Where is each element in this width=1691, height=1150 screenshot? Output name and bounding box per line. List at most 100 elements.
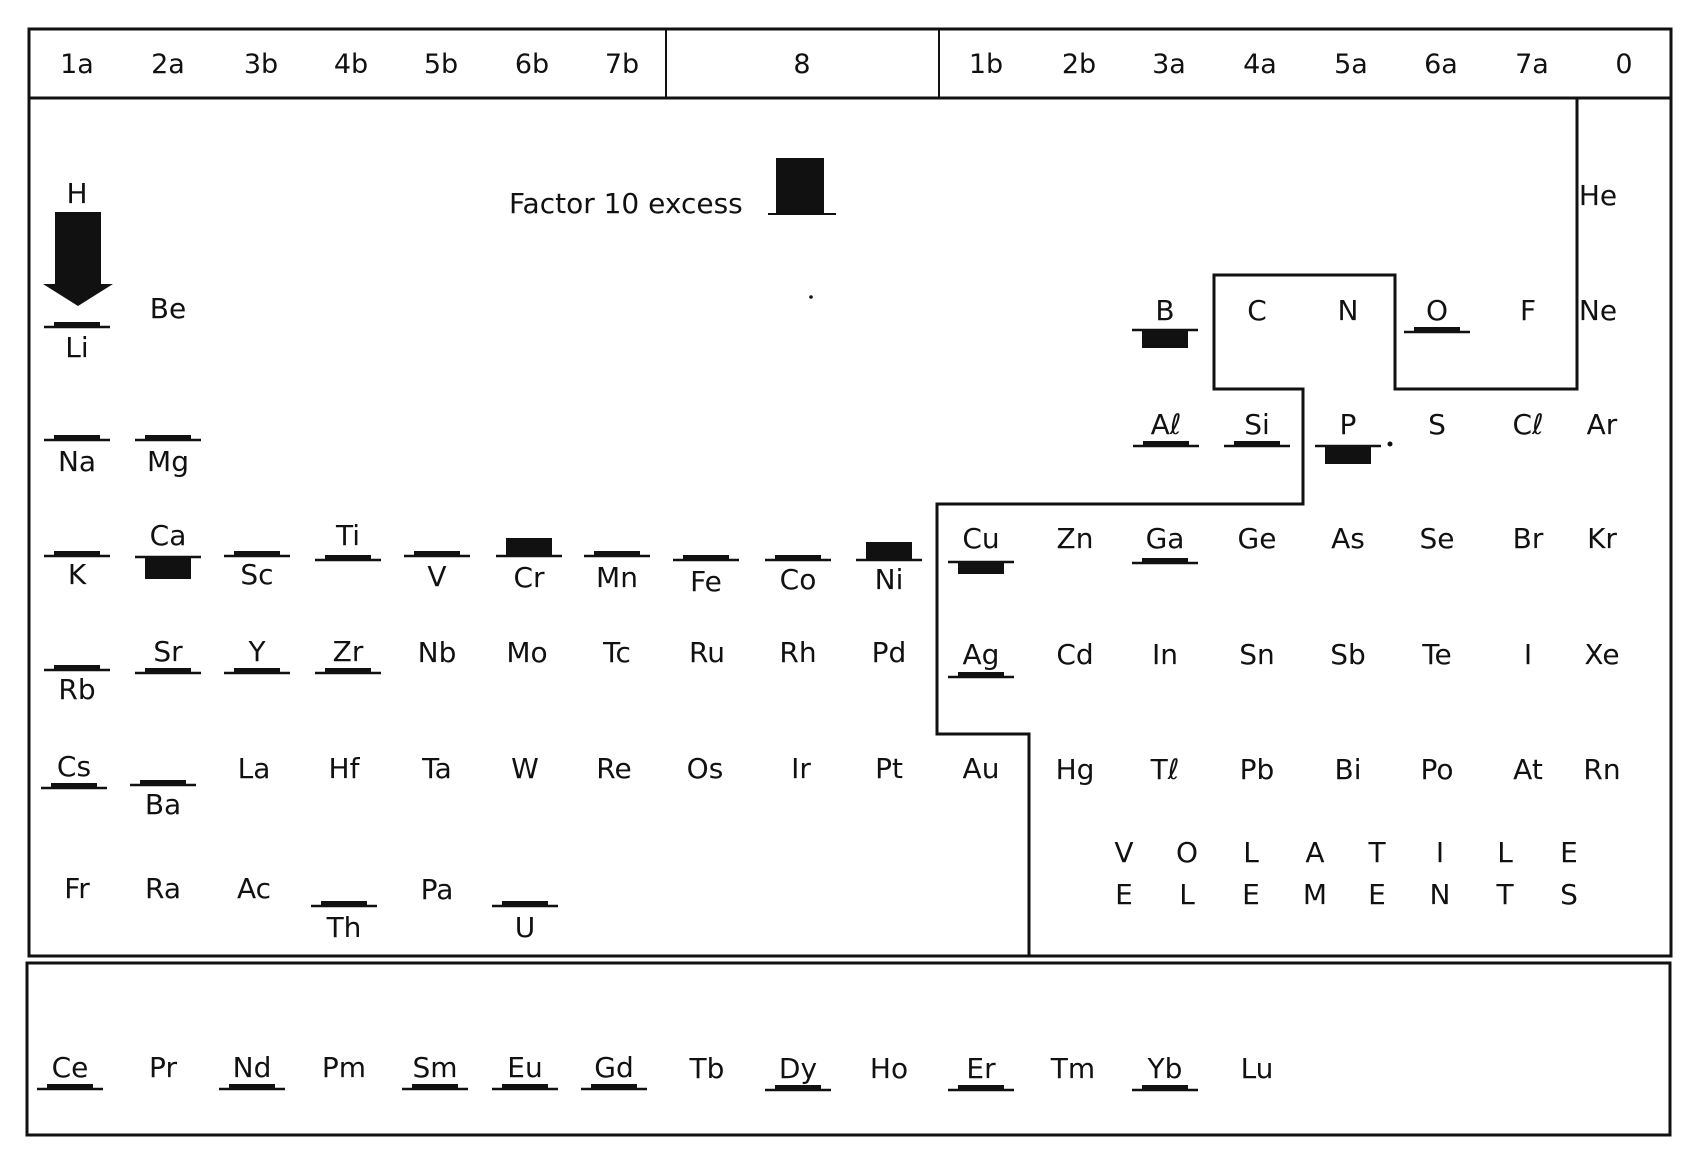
element-symbol: Mg (147, 445, 189, 478)
excess-bar (866, 542, 912, 560)
element-ni: Ni (856, 542, 922, 596)
group-label: 7b (605, 49, 639, 80)
element-symbol: Ta (421, 752, 452, 785)
main-frame (27, 27, 1673, 958)
element-au: Au (963, 752, 1000, 785)
legend-bar-swatch (776, 158, 824, 214)
element-as: As (1331, 522, 1365, 555)
excess-bar (54, 322, 100, 327)
element-v: V (404, 551, 470, 593)
excess-bar (1414, 327, 1460, 332)
element-symbol: F (1520, 294, 1536, 327)
element-rn: Rn (1583, 753, 1620, 786)
group-label: 4b (334, 49, 368, 80)
excess-bar (775, 1085, 821, 1090)
element-symbol: Mo (506, 636, 547, 669)
element-sc: Sc (224, 551, 290, 591)
group-label: 8 (793, 49, 810, 80)
excess-bar (591, 1084, 637, 1089)
element-symbol: He (1579, 179, 1617, 212)
excess-bar (412, 1084, 458, 1089)
excess-bar (234, 551, 280, 556)
element-ar: Ar (1587, 408, 1618, 441)
element-ba: Ba (130, 780, 196, 821)
element-symbol: Ru (689, 636, 725, 669)
rare-earth-frame (25, 961, 1672, 1137)
excess-bar (145, 557, 191, 579)
element-symbol: Ne (1579, 294, 1617, 327)
element-ra: Ra (145, 872, 181, 905)
element-eu: Eu (492, 1051, 558, 1091)
element-ce: Ce (37, 1051, 103, 1091)
element-symbol: Co (780, 563, 817, 596)
element-in: In (1152, 638, 1178, 671)
element-ca: Ca (135, 519, 201, 579)
volatile-letter: N (1430, 878, 1451, 911)
element-symbol: U (515, 911, 536, 944)
element-tc: Tc (602, 636, 631, 669)
element-lu: Lu (1241, 1052, 1274, 1085)
element-symbol: Th (326, 911, 362, 944)
element-ge: Ge (1238, 522, 1277, 555)
excess-bar (54, 665, 100, 670)
element-symbol: Pr (149, 1051, 177, 1084)
element-fe: Fe (673, 555, 739, 598)
element-he: He (1579, 179, 1617, 212)
element-symbol: Xe (1584, 638, 1619, 671)
excess-bar (594, 551, 640, 556)
element-ne: Ne (1579, 294, 1617, 327)
element-si: Si (1224, 408, 1290, 448)
excess-bar (47, 1084, 93, 1089)
volatile-letter: T (1495, 878, 1514, 911)
element-mg: Mg (135, 435, 201, 478)
stray-dot (1387, 441, 1393, 447)
excess-bar (775, 555, 821, 560)
element-symbol: Tc (602, 636, 631, 669)
excess-bar (1142, 1085, 1188, 1090)
element-zn: Zn (1057, 522, 1094, 555)
element-k: K (44, 551, 110, 591)
element-hf: Hf (329, 752, 361, 785)
element-symbol: Li (65, 331, 88, 364)
excess-bar (414, 551, 460, 556)
element-symbol: O (1426, 294, 1448, 327)
excess-bar (1234, 441, 1280, 446)
element-symbol: Ga (1146, 522, 1185, 555)
element-co: Co (765, 555, 831, 596)
volatile-letter: L (1243, 836, 1259, 869)
volatile-letter: E (1368, 878, 1386, 911)
excess-bar (502, 1084, 548, 1089)
element-symbol: Na (58, 445, 96, 478)
element-symbol: Gd (594, 1051, 633, 1084)
element-symbol: Au (963, 752, 1000, 785)
group-label: 1b (969, 49, 1003, 80)
group-label: 5a (1334, 49, 1368, 80)
element-symbol: Be (150, 292, 186, 325)
element-ho: Ho (870, 1052, 908, 1085)
excess-bar (1325, 446, 1371, 464)
element-h: H (66, 177, 87, 210)
volatile-letter: I (1436, 836, 1444, 869)
element-hg: Hg (1056, 753, 1095, 786)
element-cs: Cs (41, 750, 107, 790)
element-se: Se (1420, 522, 1455, 555)
element-symbol: Cs (57, 750, 91, 783)
element-i: I (1524, 638, 1532, 671)
element-symbol: Zr (333, 635, 364, 668)
element-symbol: Sm (412, 1051, 457, 1084)
element-symbol: N (1338, 294, 1359, 327)
element-symbol: Te (1421, 638, 1452, 671)
element-symbol: Kr (1587, 522, 1617, 555)
element-symbol: Rh (779, 636, 816, 669)
element-pb: Pb (1240, 753, 1275, 786)
element-cu: Cu (948, 522, 1014, 574)
element-symbol: Si (1244, 408, 1270, 441)
element-w: W (511, 752, 539, 785)
element-symbol: At (1513, 753, 1543, 786)
element-symbol: Eu (507, 1051, 542, 1084)
excess-bar (234, 668, 280, 673)
excess-bar (54, 435, 100, 440)
element-symbol: Cr (513, 561, 545, 594)
